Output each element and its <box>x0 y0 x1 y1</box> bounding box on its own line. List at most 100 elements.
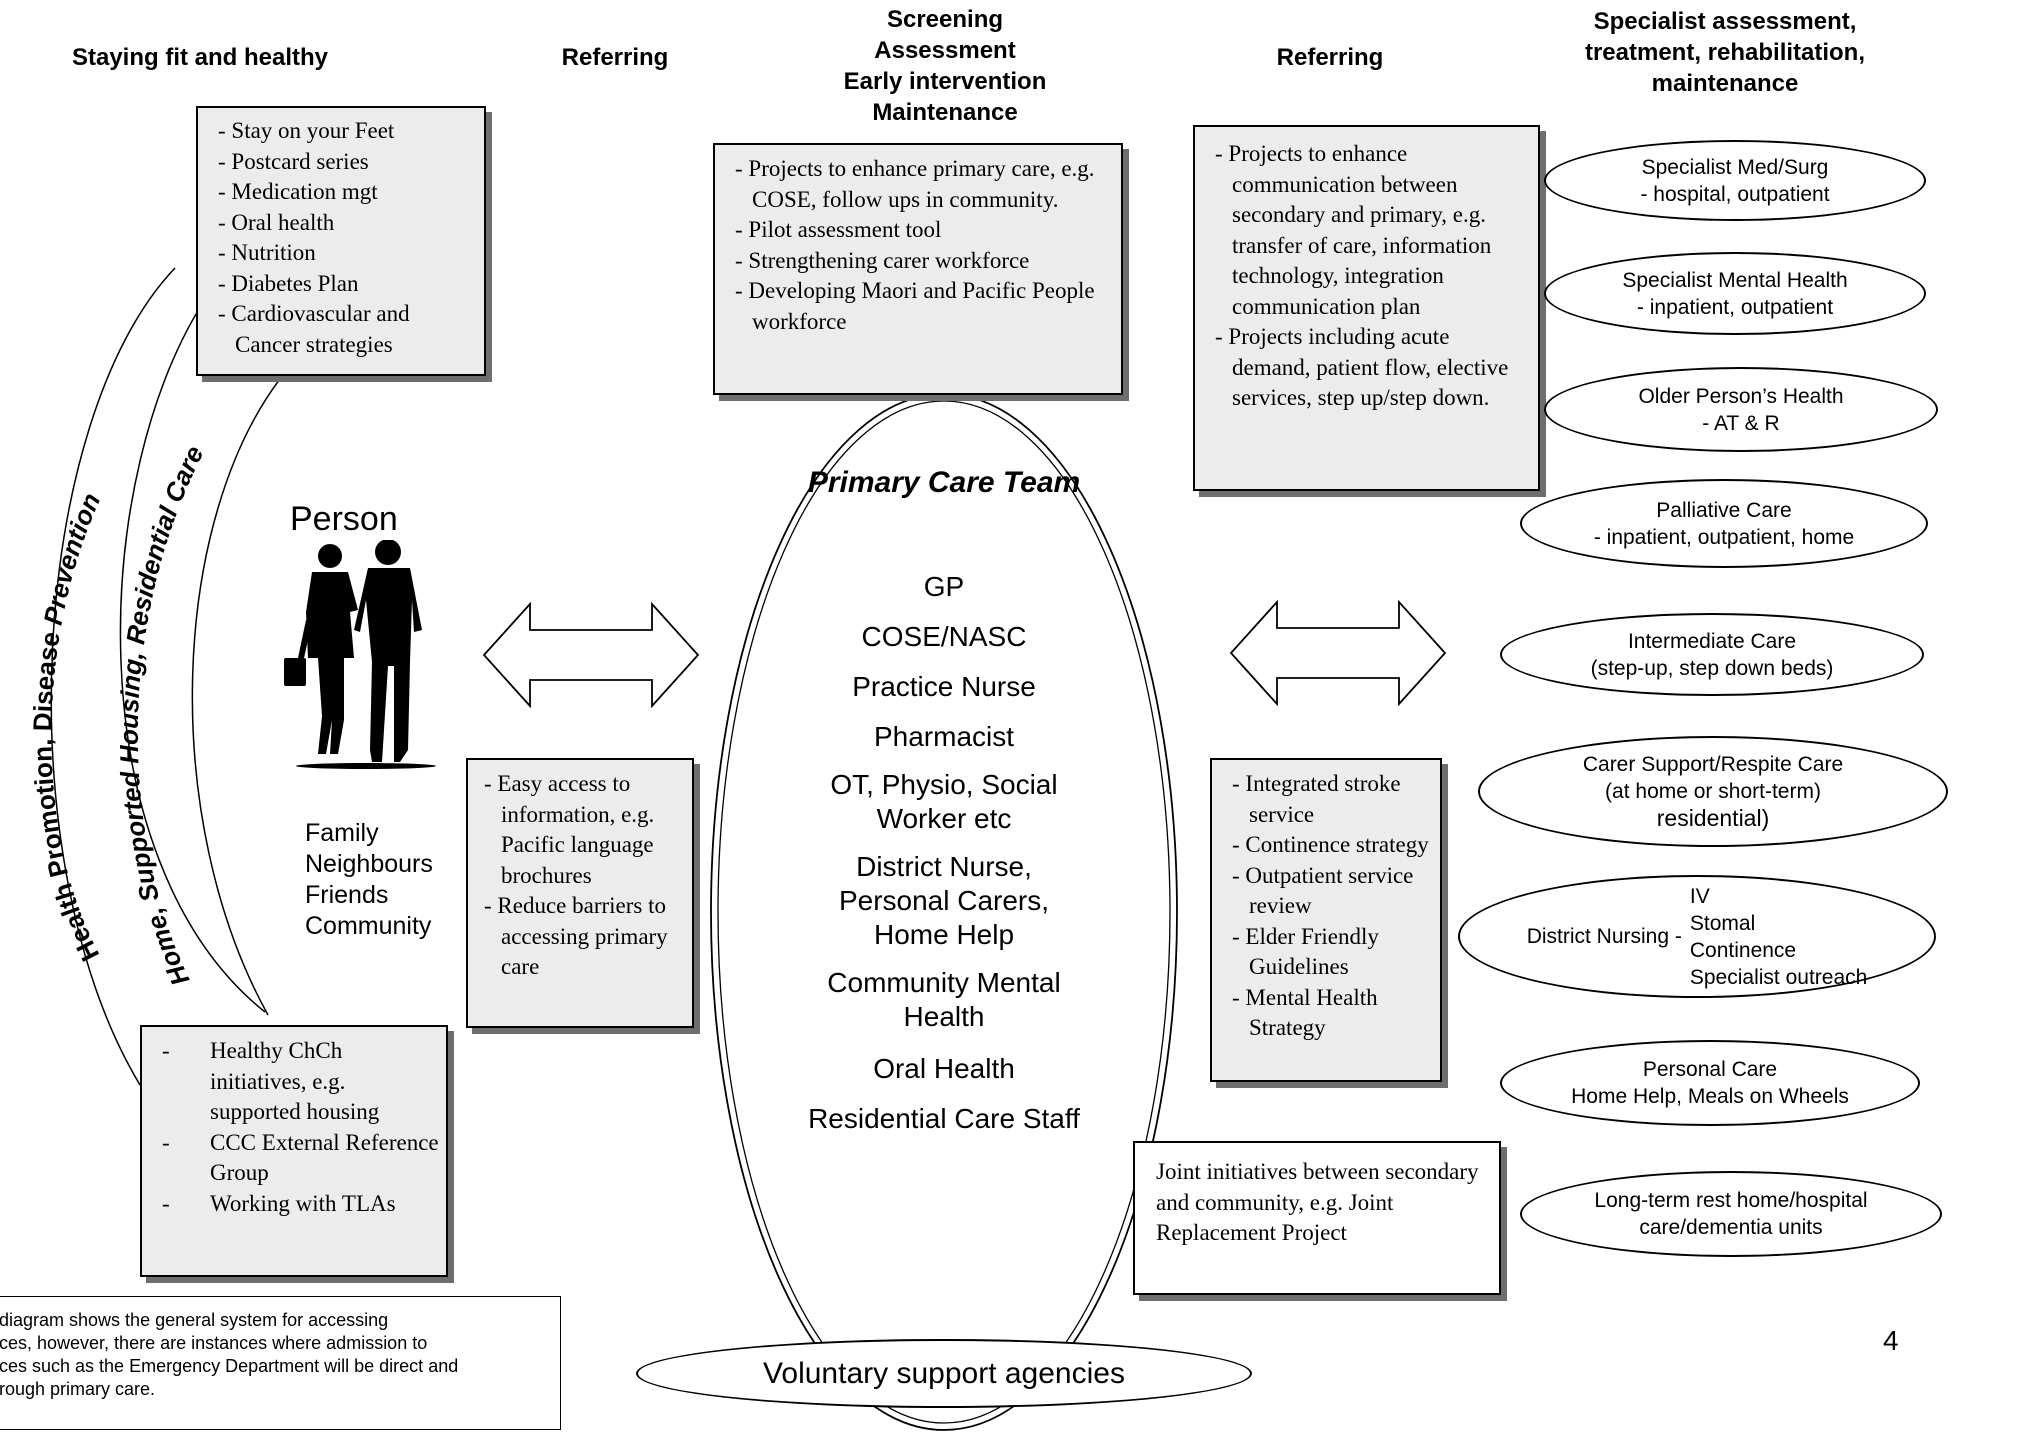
service-name: Intermediate Care <box>1627 629 1797 653</box>
healthy-chch-box: -Healthy ChCh initiatives, e.g. supporte… <box>140 1025 448 1277</box>
list-item: - Continence strategy <box>1232 832 1429 857</box>
left-double-arrow-icon <box>482 602 700 708</box>
intermediate-care-ellipse: Intermediate Care (step-up, step down be… <box>1500 613 1924 696</box>
person-supports: Family Neighbours Friends Community <box>305 818 433 942</box>
list-item: - Integrated stroke service <box>1232 771 1401 827</box>
list-item: -Healthy ChCh initiatives, e.g. supporte… <box>162 1038 380 1124</box>
list-item: -Working with TLAs <box>162 1190 396 1216</box>
footnote-line: diagram shows the general system for acc… <box>0 1310 389 1330</box>
long-term-care-ellipse: Long-term rest home/hospital care/dement… <box>1520 1171 1942 1257</box>
service-extra: residential) <box>1656 805 1770 831</box>
team-member: OT, Physio, Social Worker etc <box>830 769 1058 834</box>
list-item: - Diabetes Plan <box>218 270 359 296</box>
service-name: Personal Care <box>1642 1058 1778 1081</box>
service-name: Carer Support/Respite Care <box>1582 753 1844 776</box>
team-member: Community Mental Health <box>827 967 1061 1032</box>
list-item: - Postcard series <box>218 148 369 174</box>
list-item: - Medication mgt <box>218 179 378 204</box>
arc-layers: Health Promotion, Disease Prevention Hom… <box>27 267 284 1086</box>
team-member: COSE/NASC <box>861 621 1027 652</box>
voluntary-agencies-ellipse: Voluntary support agencies <box>636 1339 1252 1408</box>
team-member: Practice Nurse <box>852 671 1036 702</box>
list-item: - Projects including acute demand, patie… <box>1215 324 1509 410</box>
referring-projects-box: - Projects to enhance communication betw… <box>1193 125 1540 491</box>
service-detail: - inpatient, outpatient, home <box>1593 525 1855 549</box>
specialist-med-surg-ellipse: Specialist Med/Surg - hospital, outpatie… <box>1544 140 1926 221</box>
district-nursing-item: Continence <box>1689 938 1797 962</box>
team-member: Pharmacist <box>873 721 1015 752</box>
footnote-line: rough primary care. <box>0 1379 156 1399</box>
header-referring-right: Referring <box>1276 44 1384 71</box>
carer-support-ellipse: Carer Support/Respite Care (at home or s… <box>1478 736 1948 847</box>
list-item: - Pilot assessment tool <box>735 217 942 242</box>
person-label: Person <box>290 500 398 538</box>
service-detail: (step-up, step down beds) <box>1590 656 1834 680</box>
arc-label-health-promotion: Health Promotion, Disease Prevention <box>27 488 106 966</box>
middle-arc-line <box>119 294 266 1013</box>
list-item: - Outpatient service review <box>1232 862 1414 919</box>
district-nursing-item: Specialist outreach <box>1689 965 1868 989</box>
header-specialist-line-3: maintenance <box>1651 70 1799 97</box>
service-name: Specialist Mental Health <box>1622 268 1848 292</box>
older-persons-health-ellipse: Older Person’s Health - AT & R <box>1544 367 1938 452</box>
service-detail: - hospital, outpatient <box>1640 182 1830 206</box>
district-nursing-item: Stomal <box>1689 911 1756 935</box>
list-item: - Easy access to information, e.g. Pacif… <box>484 771 655 888</box>
header-specialist-line-2: treatment, rehabilitation, <box>1584 39 1866 66</box>
support-item: Friends <box>305 881 389 909</box>
list-item: - Projects to enhance communication betw… <box>1215 141 1492 319</box>
district-nursing-label: District Nursing - <box>1526 925 1682 948</box>
joint-initiatives-text: Joint initiatives between secondary and … <box>1156 1159 1479 1245</box>
header-screening-line-3: Early intervention <box>843 68 1047 95</box>
header-screening-line-1: Screening <box>886 6 1004 33</box>
palliative-care-ellipse: Palliative Care - inpatient, outpatient,… <box>1520 479 1928 568</box>
right-double-arrow-icon <box>1229 600 1447 706</box>
district-nursing-item: IV <box>1689 884 1710 908</box>
header-referring-left: Referring <box>561 44 669 71</box>
service-detail: care/dementia units <box>1639 1216 1823 1239</box>
header-staying-fit: Staying fit and healthy <box>71 44 329 71</box>
list-item: - Stay on your Feet <box>218 118 395 143</box>
primary-projects-box: - Projects to enhance primary care, e.g.… <box>713 143 1123 395</box>
primary-care-team-outline <box>710 393 1178 1431</box>
team-member: District Nurse, Personal Carers, Home He… <box>838 851 1050 950</box>
district-nursing-ellipse: District Nursing - IV Stomal Continence … <box>1458 875 1936 998</box>
support-item: Family <box>305 819 379 847</box>
team-member: Residential Care Staff <box>808 1103 1080 1134</box>
service-detail: - AT & R <box>1702 411 1780 435</box>
list-item: - Projects to enhance primary care, e.g.… <box>735 156 1095 212</box>
list-item: - Nutrition <box>218 240 316 265</box>
service-name: Specialist Med/Surg <box>1641 155 1829 179</box>
service-name: Palliative Care <box>1656 498 1792 522</box>
header-screening-line-2: Assessment <box>874 37 1016 64</box>
outer-arc-line <box>50 267 176 1086</box>
header-specialist: Specialist assessment, treatment, rehabi… <box>1530 6 1920 99</box>
list-item: -CCC External Reference Group <box>162 1129 439 1186</box>
header-screening-line-4: Maintenance <box>872 99 1018 126</box>
footnote-box: diagram shows the general system for acc… <box>0 1296 561 1430</box>
primary-care-team-ellipse: Primary Care Team GP COSE/NASC Practice … <box>707 390 1181 1435</box>
team-member: GP <box>923 571 965 602</box>
inner-arc-line <box>191 374 284 1016</box>
service-detail: Home Help, Meals on Wheels <box>1571 1085 1849 1108</box>
footnote-line: ces such as the Emergency Department wil… <box>0 1356 459 1376</box>
page-number: 4 <box>1883 1325 1899 1356</box>
service-name: Older Person’s Health <box>1638 384 1844 408</box>
district-nursing-items: IV Stomal Continence Specialist outreach <box>1690 883 1867 991</box>
list-item: - Reduce barriers to accessing primary c… <box>484 893 668 979</box>
support-item: Community <box>305 912 432 940</box>
personal-care-ellipse: Personal Care Home Help, Meals on Wheels <box>1500 1040 1920 1126</box>
couple-walking-silhouette-icon <box>284 540 436 769</box>
primary-care-team-title: Primary Care Team <box>807 466 1081 499</box>
list-item: - Developing Maori and Pacific People wo… <box>735 278 1095 334</box>
list-item: - Oral health <box>218 209 335 235</box>
support-item: Neighbours <box>305 850 433 878</box>
service-detail: (at home or short-term) <box>1605 780 1821 803</box>
list-item: - Elder Friendly Guidelines <box>1232 923 1379 980</box>
header-specialist-line-1: Specialist assessment, <box>1593 8 1857 35</box>
footnote-line: ces, however, there are instances where … <box>0 1333 428 1353</box>
service-detail: - inpatient, outpatient <box>1636 295 1834 319</box>
voluntary-label: Voluntary support agencies <box>763 1357 1125 1390</box>
list-item: - Mental Health Strategy <box>1232 984 1378 1041</box>
team-member: Oral Health <box>873 1053 1015 1084</box>
